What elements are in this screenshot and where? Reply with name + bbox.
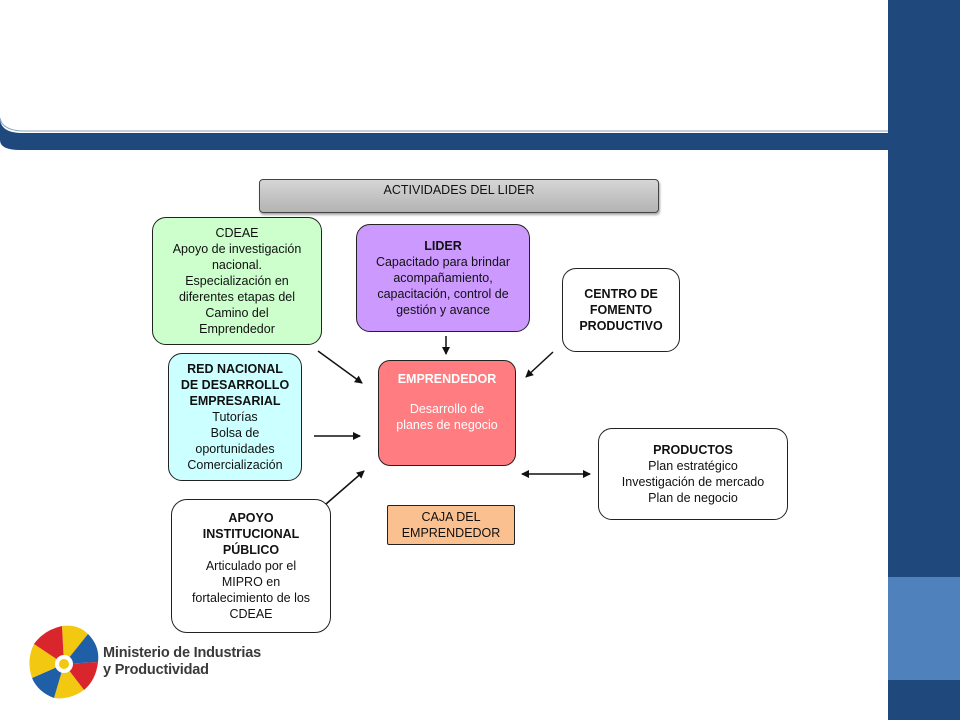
ministry-logo-emblem [29,625,99,699]
logo-text-line1: Ministerio de Industrias [103,645,261,661]
node-emprendedor-heading: EMPRENDEDOR [397,372,497,386]
node-red-heading: RED NACIONAL [187,362,283,376]
node-cdeae: CDEAE Apoyo de investigación nacional. E… [152,217,322,345]
node-emprendedor: EMPRENDEDOR Desarrollo de planes de nego… [378,360,516,466]
node-red-heading: EMPRESARIAL [189,394,281,408]
node-apoyo-heading: PÚBLICO [222,543,280,557]
node-productos-line: Plan de negocio [648,491,738,505]
node-apoyo-heading: INSTITUCIONAL [202,527,300,541]
node-red-line: Bolsa de [210,426,260,440]
node-lider-heading: LIDER [424,239,462,253]
node-red-line: Tutorías [212,410,258,424]
node-lider-line: Capacitado para brindar [375,255,511,269]
node-apoyo-line: Articulado por el [205,559,297,573]
diagram-title: ACTIVIDADES DEL LIDER [259,179,659,213]
node-centro-heading: CENTRO DE [584,287,658,301]
node-red-line: oportunidades [195,442,275,456]
node-lider-line: capacitación, control de [377,287,509,301]
logo-text-line2: y Productividad [103,662,209,678]
node-red-nacional: RED NACIONAL DE DESARROLLO EMPRESARIAL T… [168,353,302,481]
side-panel-accent [888,577,960,680]
node-productos-line: Plan estratégico [648,459,738,473]
header-band [0,117,888,150]
node-caja-line: CAJA DEL [421,510,481,524]
node-cdeae-line: Apoyo de investigación [172,242,302,256]
node-apoyo-institucional: APOYO INSTITUCIONAL PÚBLICO Articulado p… [171,499,331,633]
node-apoyo-line: fortalecimiento de los [191,591,311,605]
node-productos-heading: PRODUCTOS [653,443,733,457]
node-cdeae-line: Camino del [205,306,269,320]
arrow-cdeae-emprendedor [317,350,363,384]
node-cdeae-heading: CDEAE [215,226,259,240]
node-caja-line: EMPRENDEDOR [401,526,501,540]
node-cdeae-line: Emprendedor [199,322,275,336]
node-cdeae-line: nacional. [211,258,263,272]
node-centro-heading: FOMENTO [589,303,653,317]
node-centro-heading: PRODUCTIVO [579,319,663,333]
node-apoyo-heading: APOYO [228,511,274,525]
node-emprendedor-line: planes de negocio [396,418,498,432]
node-productos-line: Investigación de mercado [621,475,765,489]
arrow-centro-emprendedor [525,351,554,378]
arrow-apoyo-emprendedor [325,470,365,505]
node-apoyo-line: MIPRO en [221,575,281,589]
node-cdeae-line: diferentes etapas del [178,290,296,304]
node-lider-line: acompañamiento, [393,271,493,285]
node-red-heading: DE DESARROLLO [180,378,290,392]
node-apoyo-line: CDEAE [229,607,273,621]
node-caja: CAJA DEL EMPRENDEDOR [387,505,515,545]
node-cdeae-line: Especialización en [185,274,289,288]
node-emprendedor-line: Desarrollo de [409,402,485,416]
node-productos: PRODUCTOS Plan estratégico Investigación… [598,428,788,520]
node-centro-fomento: CENTRO DE FOMENTO PRODUCTIVO [562,268,680,352]
node-lider: LIDER Capacitado para brindar acompañami… [356,224,530,332]
node-lider-line: gestión y avance [396,303,490,317]
node-red-line: Comercialización [187,458,283,472]
